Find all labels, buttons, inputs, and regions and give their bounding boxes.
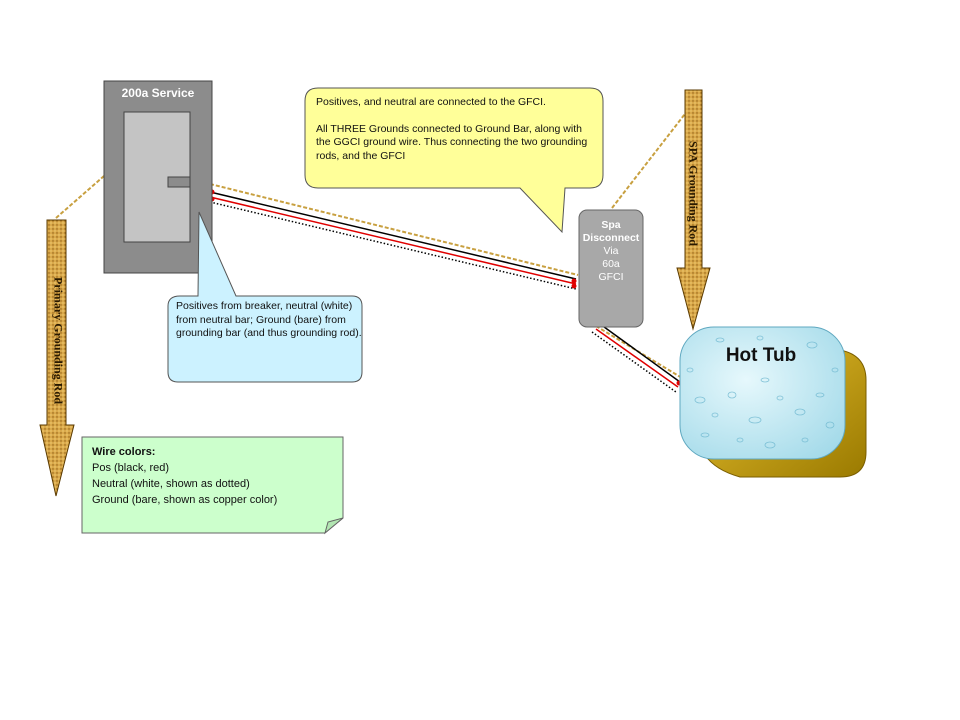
tub-wires: [591, 323, 682, 393]
legend-item-positive: Pos (black, red): [92, 462, 170, 474]
wire-color-legend: Wire colors: Pos (black, red) Neutral (w…: [92, 444, 342, 508]
wire-red: [209, 196, 577, 285]
tub-wire-neutral: [591, 331, 677, 393]
spa-disconnect-line3: GFCI: [598, 271, 624, 283]
tub-wire-black: [599, 323, 681, 383]
service-panel: [103, 80, 213, 274]
legend-item-ground: Ground (bare, shown as copper color): [92, 494, 278, 506]
wire-black: [209, 191, 577, 280]
primary-grounding-rod-label: Primary Grounding Rod: [51, 276, 66, 405]
spa-grounding-rod-label: SPA Grounding Rod: [686, 141, 701, 246]
callout-top-line2: All THREE Grounds connected to Ground Ba…: [316, 122, 588, 162]
ground-wire-spa-rod: [611, 109, 689, 209]
ground-wire-panel-to-disconnect: [209, 183, 579, 276]
spa-disconnect-subtitle: Disconnect: [582, 232, 640, 244]
callout-top-shape: [304, 87, 604, 234]
spa-disconnect-line2: 60a: [602, 258, 620, 270]
hot-tub-water: [679, 326, 846, 460]
water-bubbles: [686, 335, 839, 449]
primary-grounding-rod: [39, 219, 75, 497]
spa-disconnect-box: [578, 209, 644, 328]
spa-disconnect-line1: Via: [603, 245, 619, 257]
spa-disconnect-label: Spa Disconnect Via 60a GFCI: [579, 219, 643, 284]
panel-latch: [167, 176, 191, 188]
spa-disconnect-title: Spa: [601, 219, 621, 231]
hot-tub-label: Hot Tub: [725, 345, 797, 366]
callout-top-text: Positives, and neutral are connected to …: [316, 96, 592, 163]
service-panel-title: 200a Service: [121, 86, 195, 100]
callout-left-shape: [167, 211, 363, 383]
callout-left-body: Positives from breaker, neutral (white) …: [176, 300, 362, 339]
callout-top-line1: Positives, and neutral are connected to …: [316, 96, 546, 108]
ground-wire-primary-rod: [55, 175, 105, 219]
legend-title: Wire colors:: [92, 446, 156, 458]
feeder-wires: [209, 191, 577, 290]
hot-tub: [679, 326, 867, 478]
legend-note-fold: [324, 517, 344, 535]
tub-wire-red: [595, 328, 679, 388]
callout-left-text: Positives from breaker, neutral (white) …: [176, 300, 362, 341]
legend-item-neutral: Neutral (white, shown as dotted): [92, 478, 250, 490]
spa-grounding-rod: [676, 89, 711, 331]
wire-neutral: [209, 201, 577, 290]
